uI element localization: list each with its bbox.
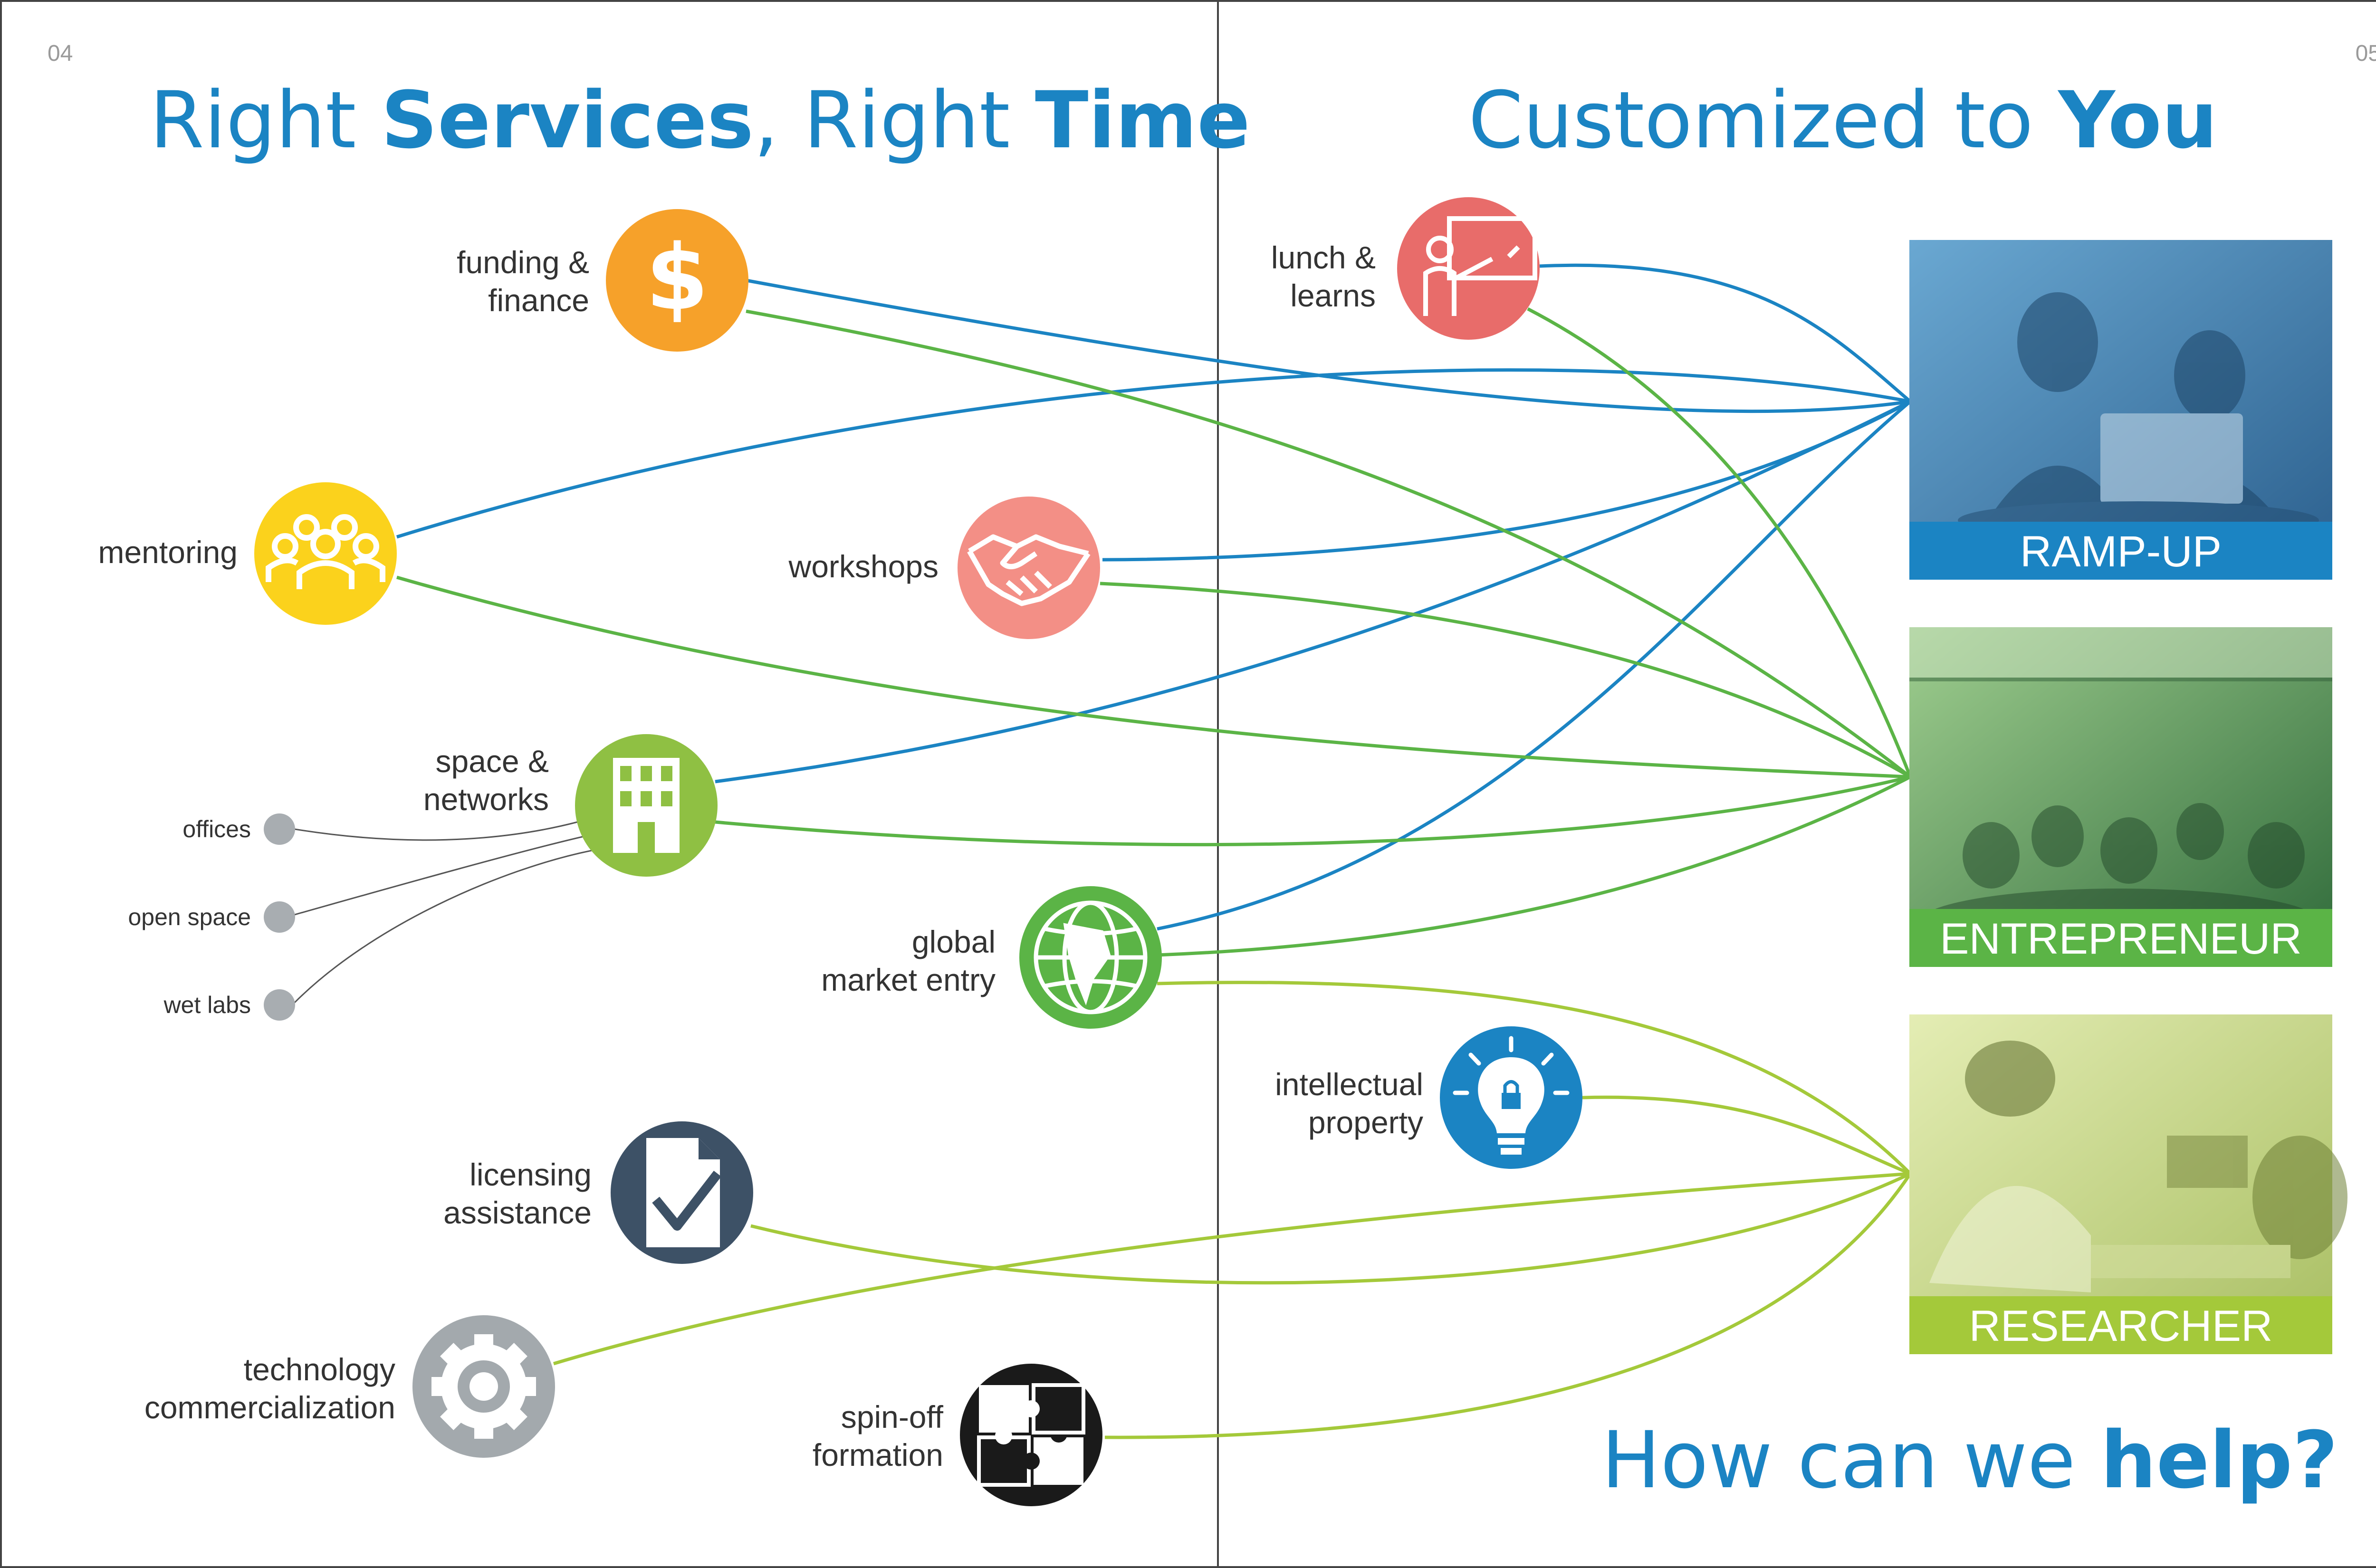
connector-funding-entrepreneur [746, 309, 1912, 778]
page-number-left: 04 [48, 41, 73, 66]
licensing-label-1: licensing [469, 1157, 592, 1192]
funding-circle [606, 209, 748, 352]
dollar-icon: $ [646, 225, 709, 330]
spinoff-label-2: formation [813, 1437, 943, 1472]
open-space-dot [264, 901, 295, 933]
mentoring-label: mentoring [98, 535, 238, 570]
globe-icon [1034, 900, 1148, 1014]
connector-funding-rampup [746, 278, 1911, 413]
service-funding: $ funding & finance [457, 209, 748, 352]
puzzle-icon [977, 1383, 1085, 1487]
service-mentoring: mentoring [98, 482, 397, 625]
tech-label-1: technology [244, 1352, 395, 1387]
lunch-label-2: learns [1290, 278, 1376, 313]
lightbulb-lock-icon [1453, 1036, 1570, 1155]
open-space-label: open space [128, 904, 251, 930]
connector-space-entrepreneur [715, 775, 1911, 847]
ip-label-1: intellectual [1275, 1067, 1423, 1102]
space-label-2: networks [423, 782, 549, 817]
funding-label-1: funding & [457, 245, 589, 280]
spinoff-label-1: spin-off [841, 1399, 944, 1434]
connector-lunch-rampup [1539, 263, 1912, 403]
connector-wet-labs [294, 850, 592, 1004]
service-ip: intellectual property [1275, 1026, 1582, 1169]
service-tech: technology commercialization [144, 1315, 555, 1458]
connector-ip-researcher [1582, 1095, 1911, 1176]
researcher-photo-figures [1929, 1041, 2347, 1292]
page-number-right: 05 [2356, 41, 2376, 66]
presenter-icon [1423, 216, 1537, 316]
workshops-circle [958, 497, 1100, 639]
global-label-2: market entry [821, 962, 996, 997]
connector-global-entrepreneur [1157, 775, 1911, 957]
category-researcher: RESEARCHER [1909, 1014, 2347, 1354]
licensing-label-2: assistance [443, 1195, 592, 1230]
connector-global-researcher [1157, 981, 1912, 1175]
connector-lunch-entrepreneur [1527, 307, 1912, 778]
connectors [294, 263, 1912, 1439]
connector-licensing-researcher [750, 1172, 1911, 1285]
space-label-1: space & [436, 744, 549, 779]
service-licensing: licensing assistance [443, 1121, 753, 1264]
category-entrepreneur: ENTREPRENEUR [1909, 627, 2332, 967]
connector-spinoff-researcher [1104, 1173, 1912, 1439]
gear-icon [431, 1334, 536, 1439]
wet-labs-label: wet labs [163, 992, 251, 1018]
lunch-circle [1397, 197, 1540, 340]
lunch-label-1: lunch & [1271, 240, 1376, 275]
entrepreneur-label: ENTREPRENEUR [1940, 915, 2302, 963]
service-space: space & networks [423, 734, 718, 877]
heading-left: Right Services, Right Time [150, 75, 1250, 166]
service-lunch: lunch & learns [1271, 197, 1540, 340]
handshake-icon [967, 534, 1091, 606]
heading-bottom: How can we help? [1601, 1415, 2338, 1506]
ip-label-2: property [1308, 1105, 1423, 1140]
wet-labs-dot [264, 989, 295, 1021]
connector-offices [294, 821, 578, 841]
service-spinoff: spin-off formation [813, 1364, 1102, 1506]
service-global: global market entry [821, 886, 1162, 1029]
svg-text:$: $ [646, 225, 709, 330]
tech-label-2: commercialization [144, 1390, 395, 1425]
connector-global-rampup [1157, 400, 1912, 931]
space-options: offices open space wet labs [128, 813, 295, 1021]
rampup-label-bar [1909, 522, 2332, 580]
heading-right: Customized to You [1468, 75, 2218, 166]
rampup-label: RAMP-UP [2020, 527, 2222, 576]
connector-mentoring-entrepreneur [396, 575, 1911, 779]
global-label-1: global [912, 924, 996, 959]
connector-tech-researcher [553, 1172, 1911, 1366]
researcher-label-bar [1909, 1296, 2332, 1354]
document-check-icon [646, 1138, 721, 1247]
workshops-label: workshops [788, 549, 939, 584]
service-workshops: workshops [788, 497, 1100, 639]
connector-workshops-entrepreneur [1100, 582, 1911, 779]
building-icon [613, 758, 680, 853]
connector-open-space [294, 835, 585, 916]
category-rampup: RAMP-UP [1909, 240, 2332, 580]
entrepreneur-label-bar [1909, 909, 2332, 967]
people-icon [266, 514, 385, 589]
offices-label: offices [182, 816, 251, 842]
connector-mentoring-rampup [396, 368, 1911, 539]
offices-dot [264, 813, 295, 845]
connector-space-rampup [715, 400, 1911, 784]
funding-label-2: finance [488, 283, 589, 318]
researcher-label: RESEARCHER [1969, 1302, 2272, 1350]
